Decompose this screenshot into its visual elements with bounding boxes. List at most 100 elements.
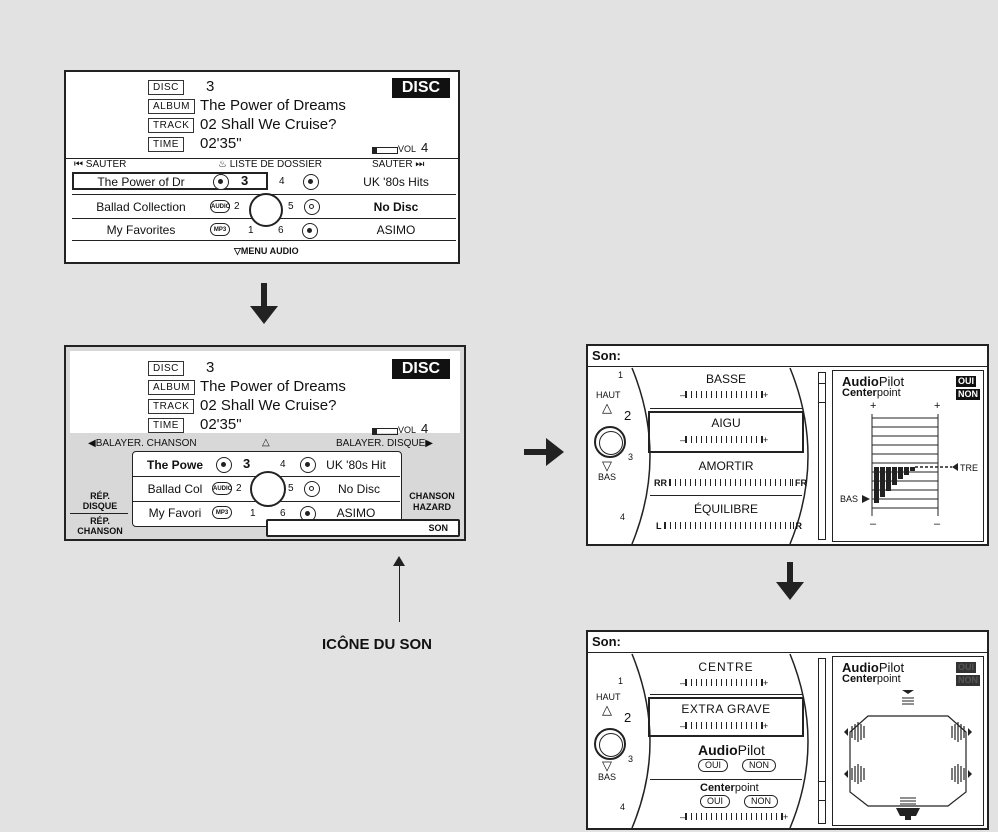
title-divider — [588, 366, 987, 367]
skip-forward-icon: ⏭ — [412, 159, 425, 170]
audiopilot-label: AudioPilot — [842, 374, 905, 389]
eq-minus-left: – — [870, 518, 877, 530]
screen-title: Son: — [592, 634, 621, 649]
center-scale: –+ — [680, 677, 769, 688]
disc-slot-1[interactable]: My Favori — [148, 506, 202, 520]
volume-bar — [372, 147, 398, 154]
disc-icon — [300, 457, 316, 473]
item-divider — [650, 694, 802, 695]
bass-marker-label: BAS — [840, 494, 859, 504]
slot-number: 6 — [280, 508, 286, 519]
eq-plus-right: + — [934, 400, 941, 412]
album-value: The Power of Dreams — [200, 378, 346, 395]
time-label: TIME — [148, 418, 184, 433]
up-label: HAUT — [596, 692, 621, 702]
down-label: BAS — [598, 472, 617, 482]
position-number: 1 — [618, 676, 624, 686]
slot-number: 3 — [243, 456, 251, 471]
audiopilot-on-badge: OUI — [956, 376, 977, 387]
selector-knob[interactable] — [594, 426, 626, 458]
down-arrow-icon — [776, 582, 804, 600]
skip-back-control[interactable]: ⏮ SAUTER — [74, 159, 127, 170]
repeat-disc-button[interactable]: RÉP.DISQUE — [82, 491, 118, 511]
divider — [66, 158, 458, 159]
centerpoint-label: Centerpoint — [842, 673, 901, 685]
bass-scale: –+ — [680, 389, 769, 400]
selector-knob[interactable] — [249, 193, 283, 227]
scan-disc-control[interactable]: BALAYER. DISQUE▶ — [336, 438, 433, 449]
selector-knob[interactable] — [594, 728, 626, 760]
disc-slot-3[interactable]: The Power of Dr — [97, 175, 185, 189]
item-divider — [650, 408, 802, 409]
empty-disc-icon — [304, 481, 320, 497]
album-value: The Power of Dreams — [200, 97, 346, 114]
center-item[interactable]: CENTRE — [698, 660, 754, 674]
selector-knob[interactable] — [250, 471, 286, 507]
disc-value: 3 — [206, 78, 215, 95]
disc-slot-6[interactable]: ASIMO — [376, 223, 416, 237]
audiopilot-on-badge: OUI — [956, 662, 977, 673]
repeat-track-button[interactable]: RÉP.CHANSON — [77, 516, 123, 536]
disc-label: DISC — [148, 361, 184, 376]
audiopilot-panel — [832, 370, 984, 542]
track-label: TRACK — [148, 118, 195, 133]
slot-number: 4 — [279, 176, 285, 187]
centerpoint-item[interactable]: Centerpoint — [700, 782, 759, 794]
fader-item[interactable]: AMORTIR — [698, 459, 754, 473]
sound-button[interactable]: SON — [266, 519, 460, 537]
slot-number: 5 — [288, 483, 294, 494]
triangle-left-icon: ◀ — [88, 438, 96, 449]
audiopilot-item[interactable]: AudioPilot — [698, 742, 765, 758]
disc-slot-2[interactable]: Ballad Col — [147, 482, 203, 496]
disc-slot-3[interactable]: The Powe — [146, 458, 203, 472]
audiopilot-off-option[interactable]: NON — [742, 759, 776, 772]
disc-icon — [302, 223, 318, 239]
volume-bar — [372, 428, 398, 435]
flow-arrow-shaft — [787, 562, 793, 584]
up-label: HAUT — [596, 390, 621, 400]
treble-item[interactable]: AIGU — [711, 416, 741, 430]
disc-slot-5[interactable]: No Disc — [373, 200, 419, 214]
centerpoint-off-badge: NON — [956, 675, 980, 686]
scrollbar[interactable] — [818, 658, 826, 824]
disc-slot-6[interactable]: ASIMO — [336, 506, 376, 520]
scan-track-control[interactable]: ◀BALAYER. CHANSON — [88, 438, 197, 449]
sound-settings-screen: Son: 1 HAUT △ 2 ▽ 3 BAS 4 BASSE –+ AIGU … — [586, 344, 989, 546]
selected-item-frame — [648, 411, 804, 453]
extra-bass-scale: –+ — [680, 720, 769, 731]
disc-slot-2[interactable]: Ballad Collection — [96, 200, 186, 214]
screen-title: Son: — [592, 348, 621, 363]
folder-list-control[interactable]: ♨ LISTE DE DOSSIER — [218, 159, 322, 170]
callout-arrow-icon — [393, 556, 405, 566]
mp3-format-icon: MP3 — [210, 223, 230, 236]
time-value: 02'35" — [200, 135, 242, 152]
extra-bass-item[interactable]: EXTRA GRAVE — [681, 702, 771, 716]
disc-slot-4[interactable]: UK '80s Hit — [326, 458, 386, 472]
current-position: 2 — [624, 710, 632, 725]
balance-item[interactable]: ÉQUILIBRE — [693, 502, 759, 516]
eq-plus-left: + — [870, 400, 877, 412]
down-arrow-icon — [250, 306, 278, 324]
audio-menu-control[interactable]: ▽MENU AUDIO — [234, 246, 299, 256]
source-badge: DISC — [392, 359, 450, 379]
triangle-up-icon: △ — [602, 702, 612, 717]
audiopilot-on-option[interactable]: OUI — [698, 759, 729, 772]
disc-slot-5[interactable]: No Disc — [337, 482, 380, 496]
centerpoint-off-option[interactable]: NON — [744, 795, 778, 808]
disc-label: DISC — [148, 80, 184, 95]
disc-slot-1[interactable]: My Favorites — [106, 223, 176, 237]
treble-marker-label: TRE — [960, 463, 978, 473]
centerpoint-off-badge: NON — [956, 389, 980, 400]
sound-settings-screen-2: Son: 1 HAUT △ 2 ▽ 3 BAS 4 CENTRE –+ EXTR… — [586, 630, 989, 830]
slot-number: 5 — [288, 201, 294, 212]
centerpoint-label: Centerpoint — [842, 387, 901, 399]
slot-number: 2 — [234, 201, 240, 212]
audiopilot-panel — [832, 656, 984, 826]
bass-item[interactable]: BASSE — [705, 372, 747, 386]
centerpoint-on-option[interactable]: OUI — [700, 795, 731, 808]
disc-slot-4[interactable]: UK '80s Hits — [363, 175, 429, 189]
skip-forward-control[interactable]: SAUTER ⏭ — [372, 159, 425, 170]
scrollbar[interactable] — [818, 372, 826, 540]
slot-number: 1 — [250, 508, 256, 519]
